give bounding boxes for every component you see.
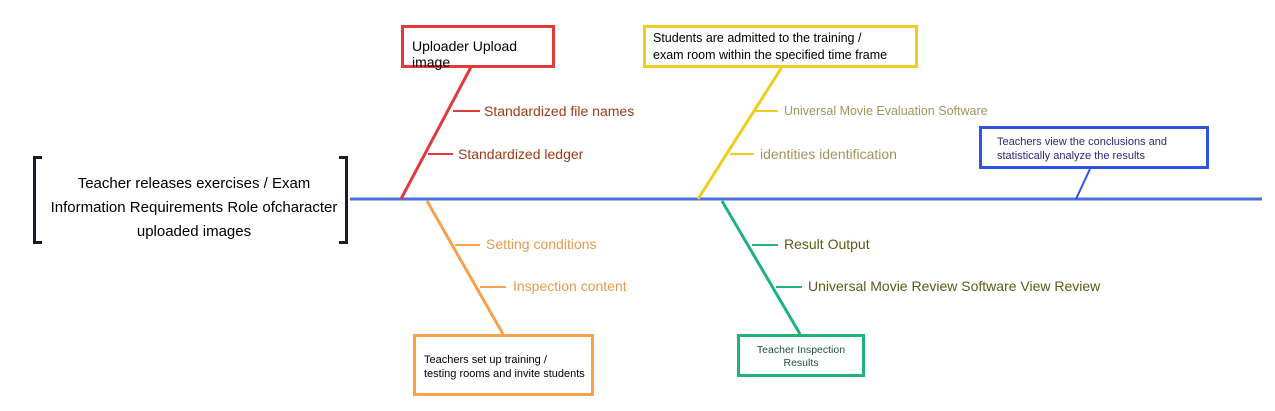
inspection-box: Teacher Inspection Results [737,334,865,377]
cause-universal-movie-review: Universal Movie Review Software View Rev… [808,278,1101,294]
green-bone [720,200,802,335]
cause-standardized-ledger: Standardized ledger [458,146,584,162]
blue-bone [1075,168,1091,200]
students-box-line-1: Students are admitted to the training / [653,31,862,45]
head-bracket-right [339,156,348,244]
teachers-view-box-line-2: statistically analyze the results [997,150,1145,162]
teachers-setup-box: Teachers set up training / testing rooms… [413,334,594,396]
cause-inspection-content: Inspection content [513,278,627,294]
inspection-box-line-1: Teacher Inspection [756,344,846,356]
teachers-view-box: Teachers view the conclusions and statis… [979,126,1209,169]
uploader-box: Uploader Upload image [401,25,555,70]
cause-universal-movie-evaluation: Universal Movie Evaluation Software [784,104,988,118]
yellow-bone [696,66,784,200]
teachers-view-box-line-1: Teachers view the conclusions and [997,136,1167,148]
teachers-setup-box-line-2: testing rooms and invite students [424,368,585,380]
red-bone [399,66,473,200]
students-box: Students are admitted to the training / … [643,25,918,68]
head-line-2: Requirements Role ofcharacter uploaded i… [129,199,338,240]
inspection-box-line-2: Results [783,357,819,369]
students-box-line-2: exam room within the specified time fram… [653,48,888,62]
orange-bone [425,200,505,335]
cause-result-output: Result Output [784,236,870,252]
head-effect-text: Teacher releases exercises / Exam Inform… [44,172,344,244]
cause-setting-conditions: Setting conditions [486,236,597,252]
head-line-1: Teacher releases exercises / Exam Inform… [50,175,311,216]
teachers-setup-box-line-1: Teachers set up training / [424,354,547,366]
cause-standardized-file-names: Standardized file names [484,103,635,119]
head-bracket-left [33,156,42,244]
cause-identities-identification: identities identification [760,146,897,162]
uploader-box-line-1: Uploader Upload image [412,38,518,70]
